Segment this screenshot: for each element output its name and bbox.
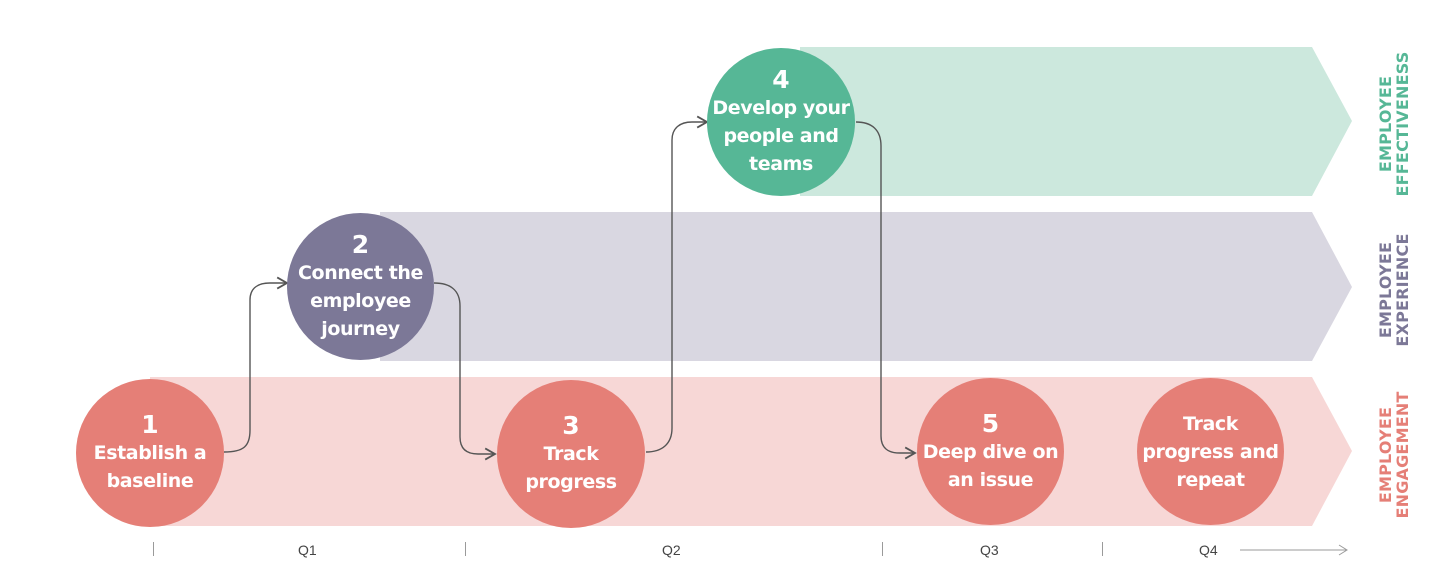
step-4-number: 4 [772,65,790,94]
step-4-label-line1: Develop your [712,97,850,119]
step-2-circle: 2 Connect the employee journey [287,213,434,360]
step-2-label-line3: journey [321,317,400,340]
quarter-label-q2: Q2 [662,542,681,558]
connector-1-2 [223,276,289,453]
quarter-label-q3: Q3 [980,542,999,558]
step-repeat-label-line2: progress and [1142,440,1279,463]
step-5-label-line2: an issue [947,468,1034,491]
timeline-tick-3 [882,542,883,556]
step-repeat-circle: Track progress and repeat [1137,378,1284,525]
timeline-tick-4 [1102,542,1103,556]
step-3-label-line2: progress [525,471,617,493]
quarter-label-q4: Q4 [1199,542,1218,558]
step-5-number: 5 [981,408,1000,438]
step-4-label-line3: teams [749,153,813,175]
step-3-label-line1: Track [543,443,599,465]
step-3-circle: 3 Track progress [497,380,645,528]
step-2-label-line1: Connect the [298,261,423,284]
timeline-tick-1 [153,542,154,556]
step-1-circle: 1 Establish a baseline [76,379,224,527]
step-repeat-label-line1: Track [1183,412,1238,435]
step-4-label-line2: people and [723,125,839,147]
connector-4-5 [855,121,917,460]
step-1-label-line2: baseline [106,470,194,492]
timeline-tick-2 [465,542,466,556]
step-2-label-line2: employee [310,289,411,312]
step-4-circle: 4 Develop your people and teams [707,48,855,196]
step-1-number: 1 [141,410,159,439]
step-5-label-line1: Deep dive on [922,440,1059,463]
quarter-label-q1: Q1 [298,542,317,558]
connector-2-3 [433,282,497,461]
step-3-number: 3 [562,411,580,440]
step-repeat-label-line3: repeat [1176,468,1245,491]
step-1-label-line1: Establish a [93,442,207,464]
step-5-circle: 5 Deep dive on an issue [917,378,1064,525]
connector-3-4 [645,115,709,453]
step-2-number: 2 [351,229,370,259]
